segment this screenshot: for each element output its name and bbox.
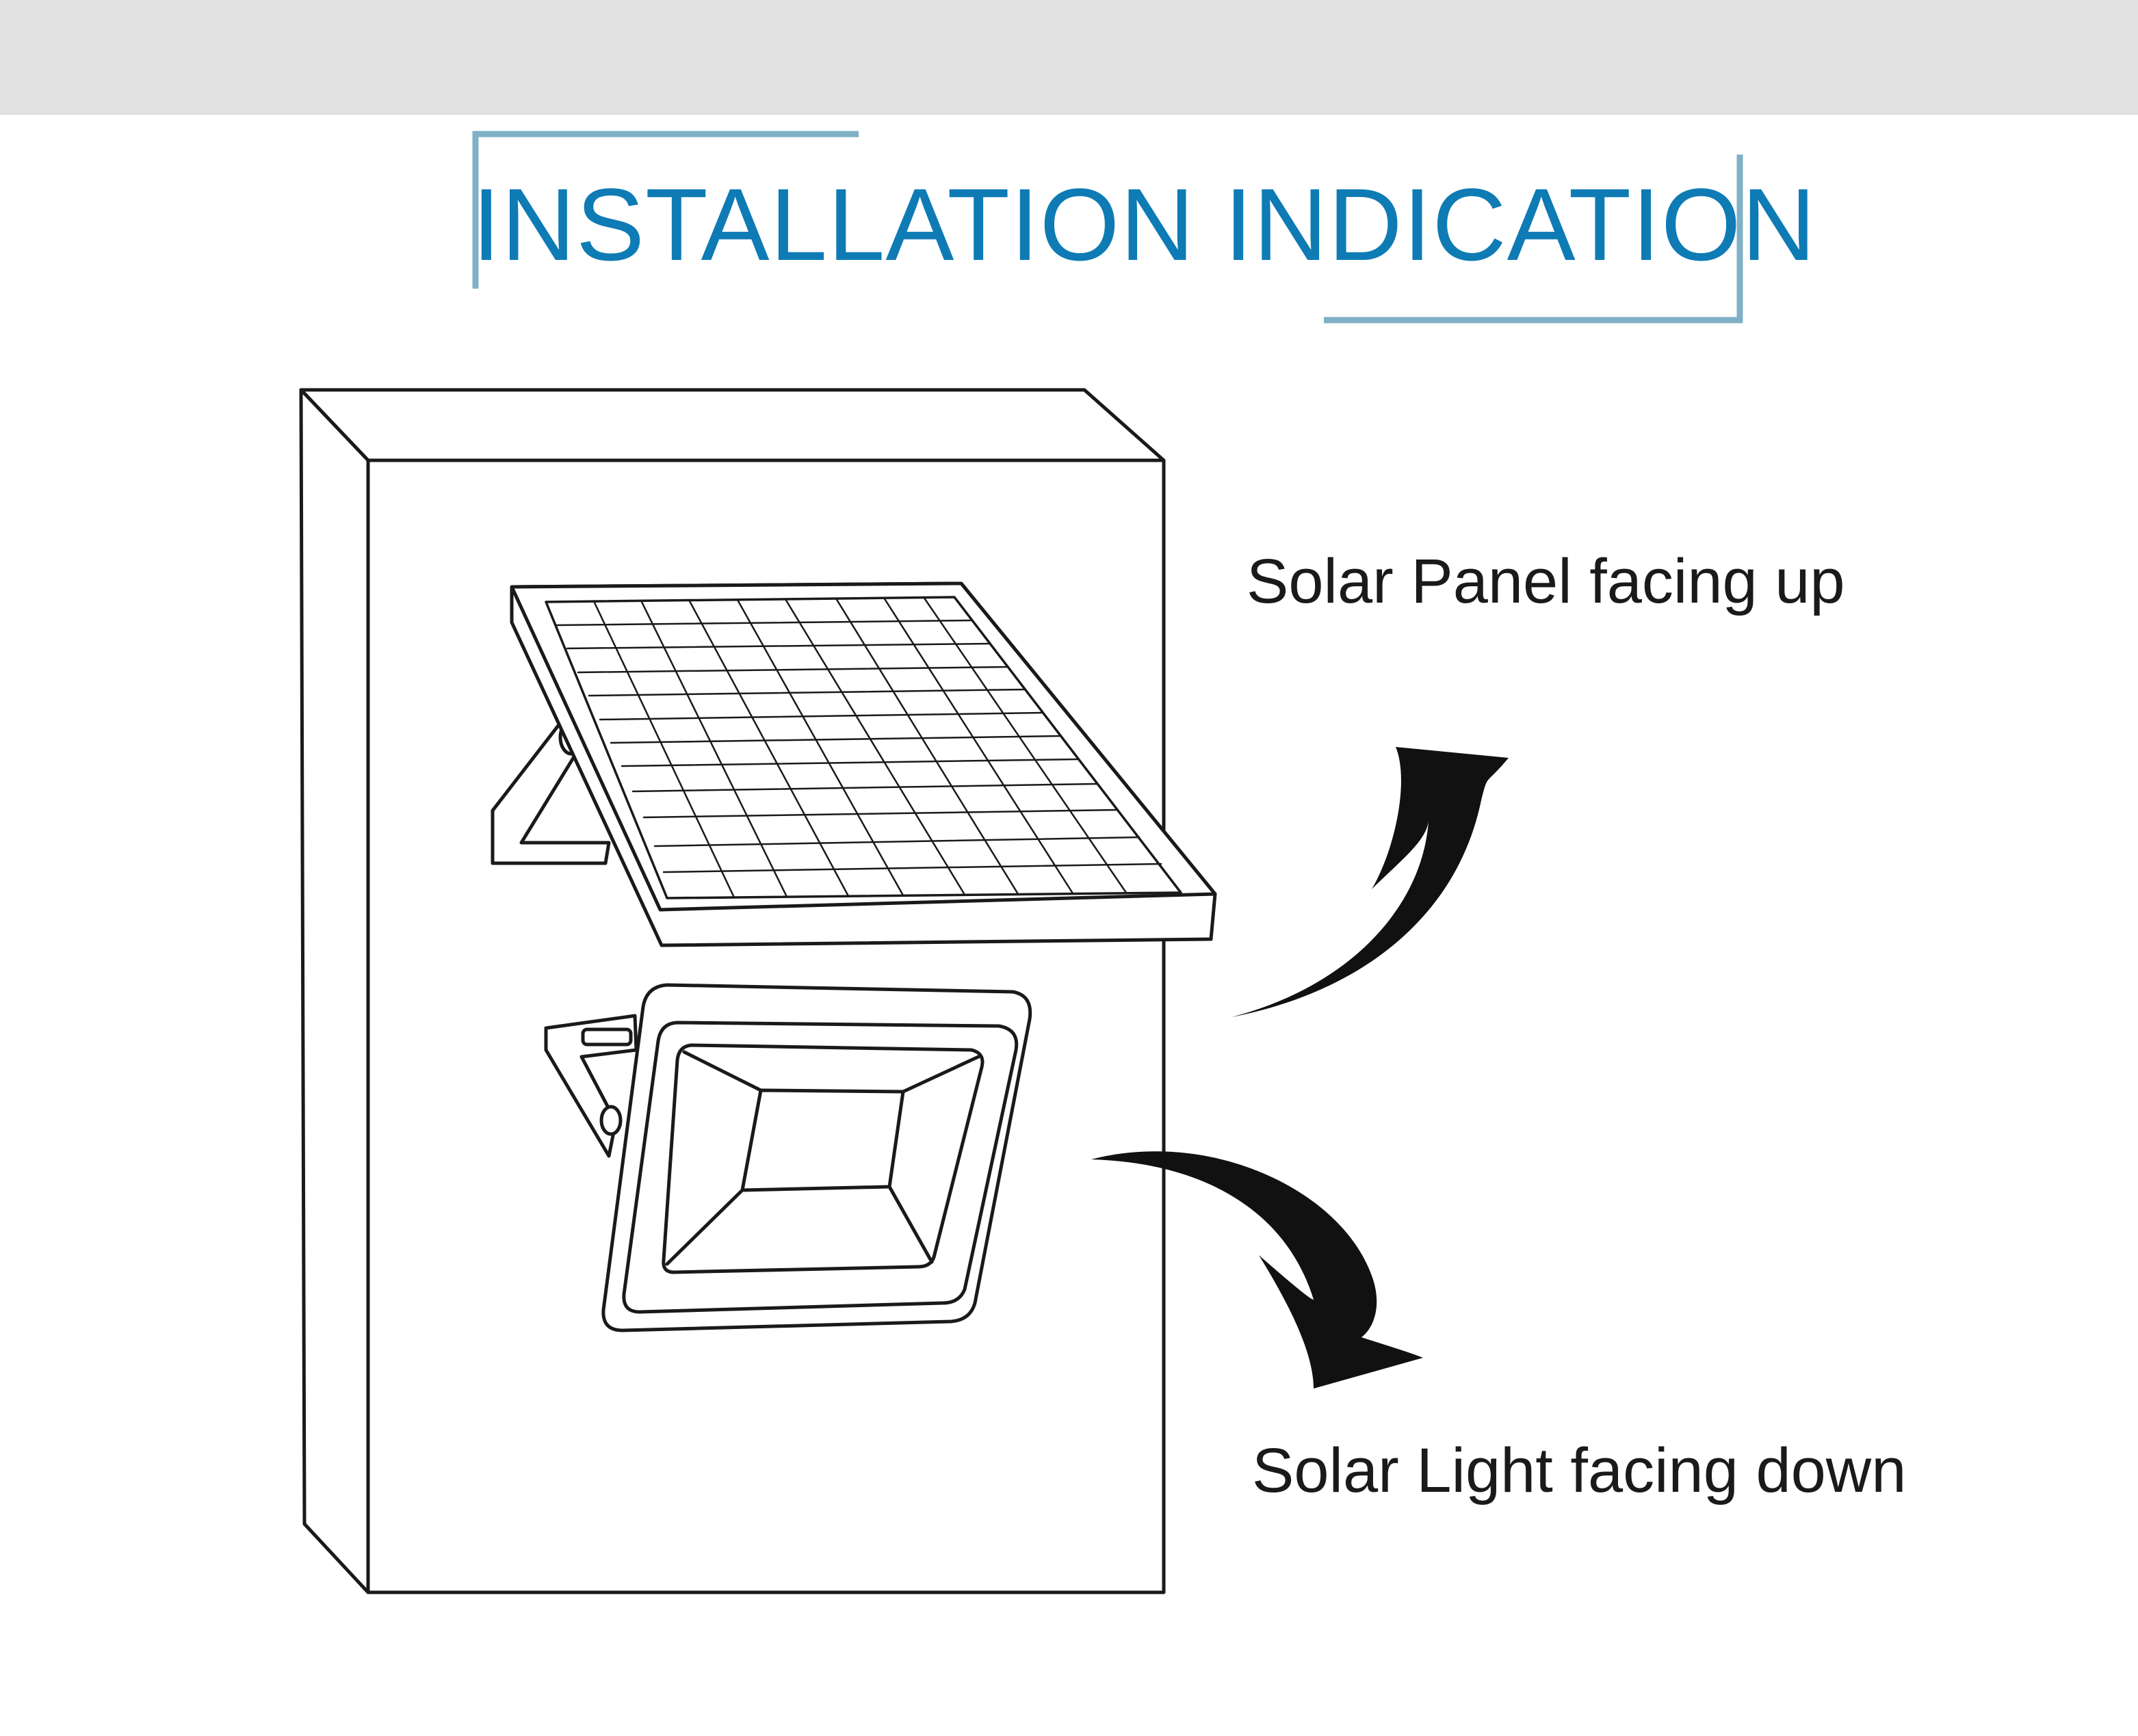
flood-light-icon (544, 983, 1032, 1332)
solar-panel-label: Solar Panel facing up (1247, 547, 1845, 616)
top-band (0, 0, 2138, 115)
solar-panel-icon (491, 581, 1217, 947)
page-title: INSTALLATION INDICATION (472, 167, 1816, 282)
solar-light-label: Solar Light facing down (1252, 1436, 1907, 1505)
title-frame (472, 131, 1743, 324)
curved-arrow-down-icon (1091, 1151, 1423, 1389)
curved-arrow-up-icon (1231, 747, 1509, 1017)
